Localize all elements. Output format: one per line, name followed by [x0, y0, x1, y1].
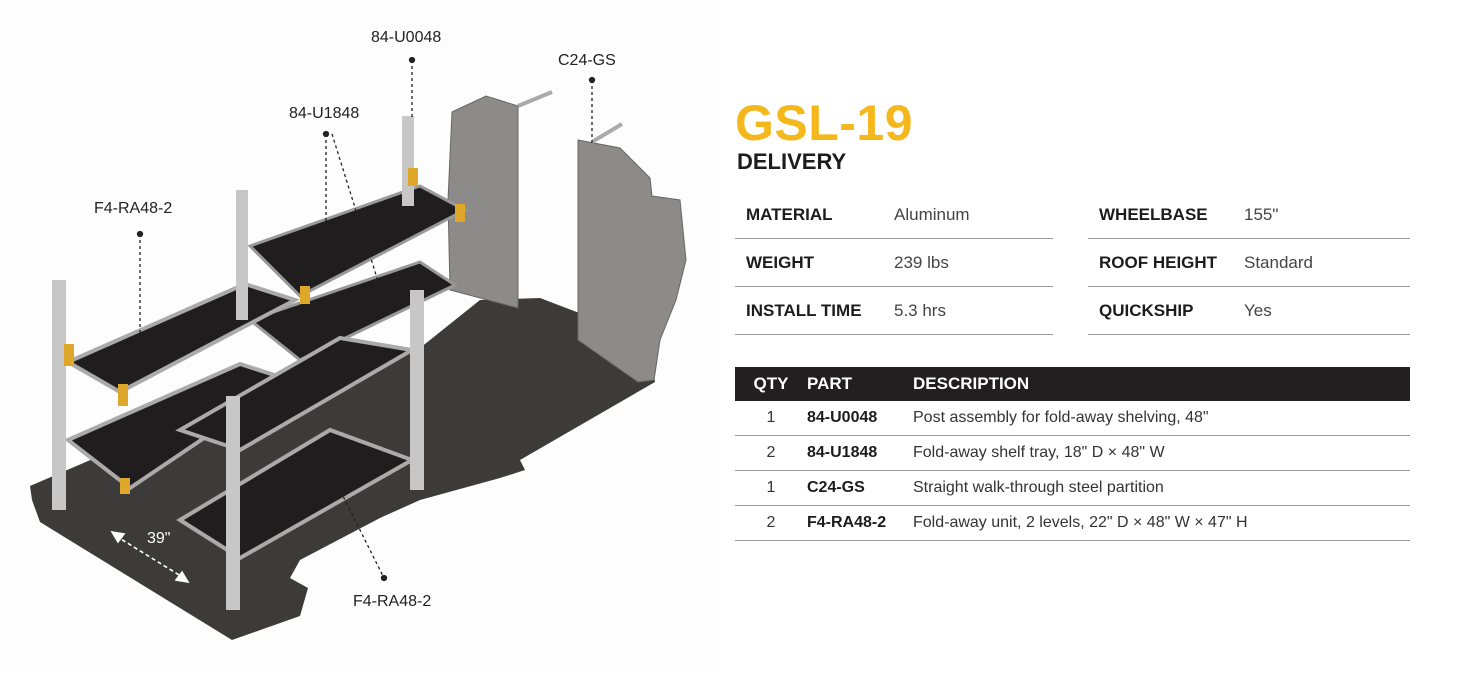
partition-panel-back: [447, 95, 519, 309]
spec-value: 239 lbs: [894, 238, 1053, 287]
spec-label: MATERIAL: [735, 191, 894, 239]
spec-label: WEIGHT: [735, 238, 894, 287]
cell-description: Fold-away unit, 2 levels, 22" D × 48" W …: [913, 505, 1410, 541]
cell-description: Post assembly for fold-away shelving, 48…: [913, 401, 1410, 436]
cell-part: 84-U1848: [807, 435, 913, 471]
spec-table-right: WHEELBASE 155" ROOF HEIGHT Standard QUIC…: [1088, 191, 1410, 335]
header-part: PART: [807, 367, 913, 401]
cell-qty: 1: [735, 401, 807, 436]
spec-row: WHEELBASE 155": [1088, 191, 1410, 239]
cell-part: F4-RA48-2: [807, 505, 913, 541]
callout-84-u0048: 84-U0048: [371, 29, 442, 46]
partition-panel-front: [577, 139, 687, 383]
cell-description: Fold-away shelf tray, 18" D × 48" W: [913, 435, 1410, 471]
spec-row: QUICKSHIP Yes: [1088, 286, 1410, 335]
cell-part: C24-GS: [807, 470, 913, 506]
cell-qty: 2: [735, 505, 807, 541]
post-front-right: [410, 290, 424, 490]
callout-c24-gs: C24-GS: [558, 52, 616, 69]
post-left: [52, 280, 66, 510]
callout-84-u1848: 84-U1848: [289, 105, 360, 122]
parts-table: QTY PART DESCRIPTION 1 84-U0048 Post ass…: [735, 367, 1410, 541]
spec-label: QUICKSHIP: [1088, 286, 1244, 335]
cell-part: 84-U0048: [807, 401, 913, 436]
table-row: 2 84-U1848 Fold-away shelf tray, 18" D ×…: [735, 435, 1410, 471]
product-illustration: 84-U0048 C24-GS 84-U1848 F4-RA48-2 F4-RA…: [0, 0, 720, 672]
post-rear: [402, 116, 414, 206]
spec-table-left: MATERIAL Aluminum WEIGHT 239 lbs INSTALL…: [735, 191, 1053, 335]
callout-f4-ra48-2-upper: F4-RA48-2: [94, 200, 173, 217]
spec-value: Aluminum: [894, 191, 1053, 239]
spec-value: 155": [1244, 191, 1410, 239]
spec-row: WEIGHT 239 lbs: [735, 238, 1053, 287]
cell-qty: 1: [735, 470, 807, 506]
table-row: 2 F4-RA48-2 Fold-away unit, 2 levels, 22…: [735, 505, 1410, 541]
header-description: DESCRIPTION: [913, 367, 1410, 401]
spec-label: ROOF HEIGHT: [1088, 238, 1244, 287]
spec-value: Yes: [1244, 286, 1410, 335]
spec-label: WHEELBASE: [1088, 191, 1244, 239]
post-center: [236, 190, 248, 320]
product-subtitle: DELIVERY: [737, 149, 847, 174]
header-qty: QTY: [735, 367, 807, 401]
cell-description: Straight walk-through steel partition: [913, 470, 1410, 506]
table-row: 1 C24-GS Straight walk-through steel par…: [735, 470, 1410, 506]
parts-table-header: QTY PART DESCRIPTION: [735, 367, 1410, 401]
spec-row: ROOF HEIGHT Standard: [1088, 238, 1410, 287]
table-row: 1 84-U0048 Post assembly for fold-away s…: [735, 401, 1410, 436]
dimension-label: 39": [147, 530, 171, 547]
callout-f4-ra48-2-lower: F4-RA48-2: [353, 593, 432, 610]
spec-label: INSTALL TIME: [735, 286, 894, 335]
spec-value: Standard: [1244, 238, 1410, 287]
spec-row: MATERIAL Aluminum: [735, 191, 1053, 239]
post-front-left: [226, 396, 240, 610]
cell-qty: 2: [735, 435, 807, 471]
shelf-tray-lower-rear: [246, 260, 459, 362]
spec-value: 5.3 hrs: [894, 286, 1053, 335]
van-shelving-diagram: [30, 56, 687, 640]
product-title: GSL-19: [735, 95, 914, 151]
spec-row: INSTALL TIME 5.3 hrs: [735, 286, 1053, 335]
